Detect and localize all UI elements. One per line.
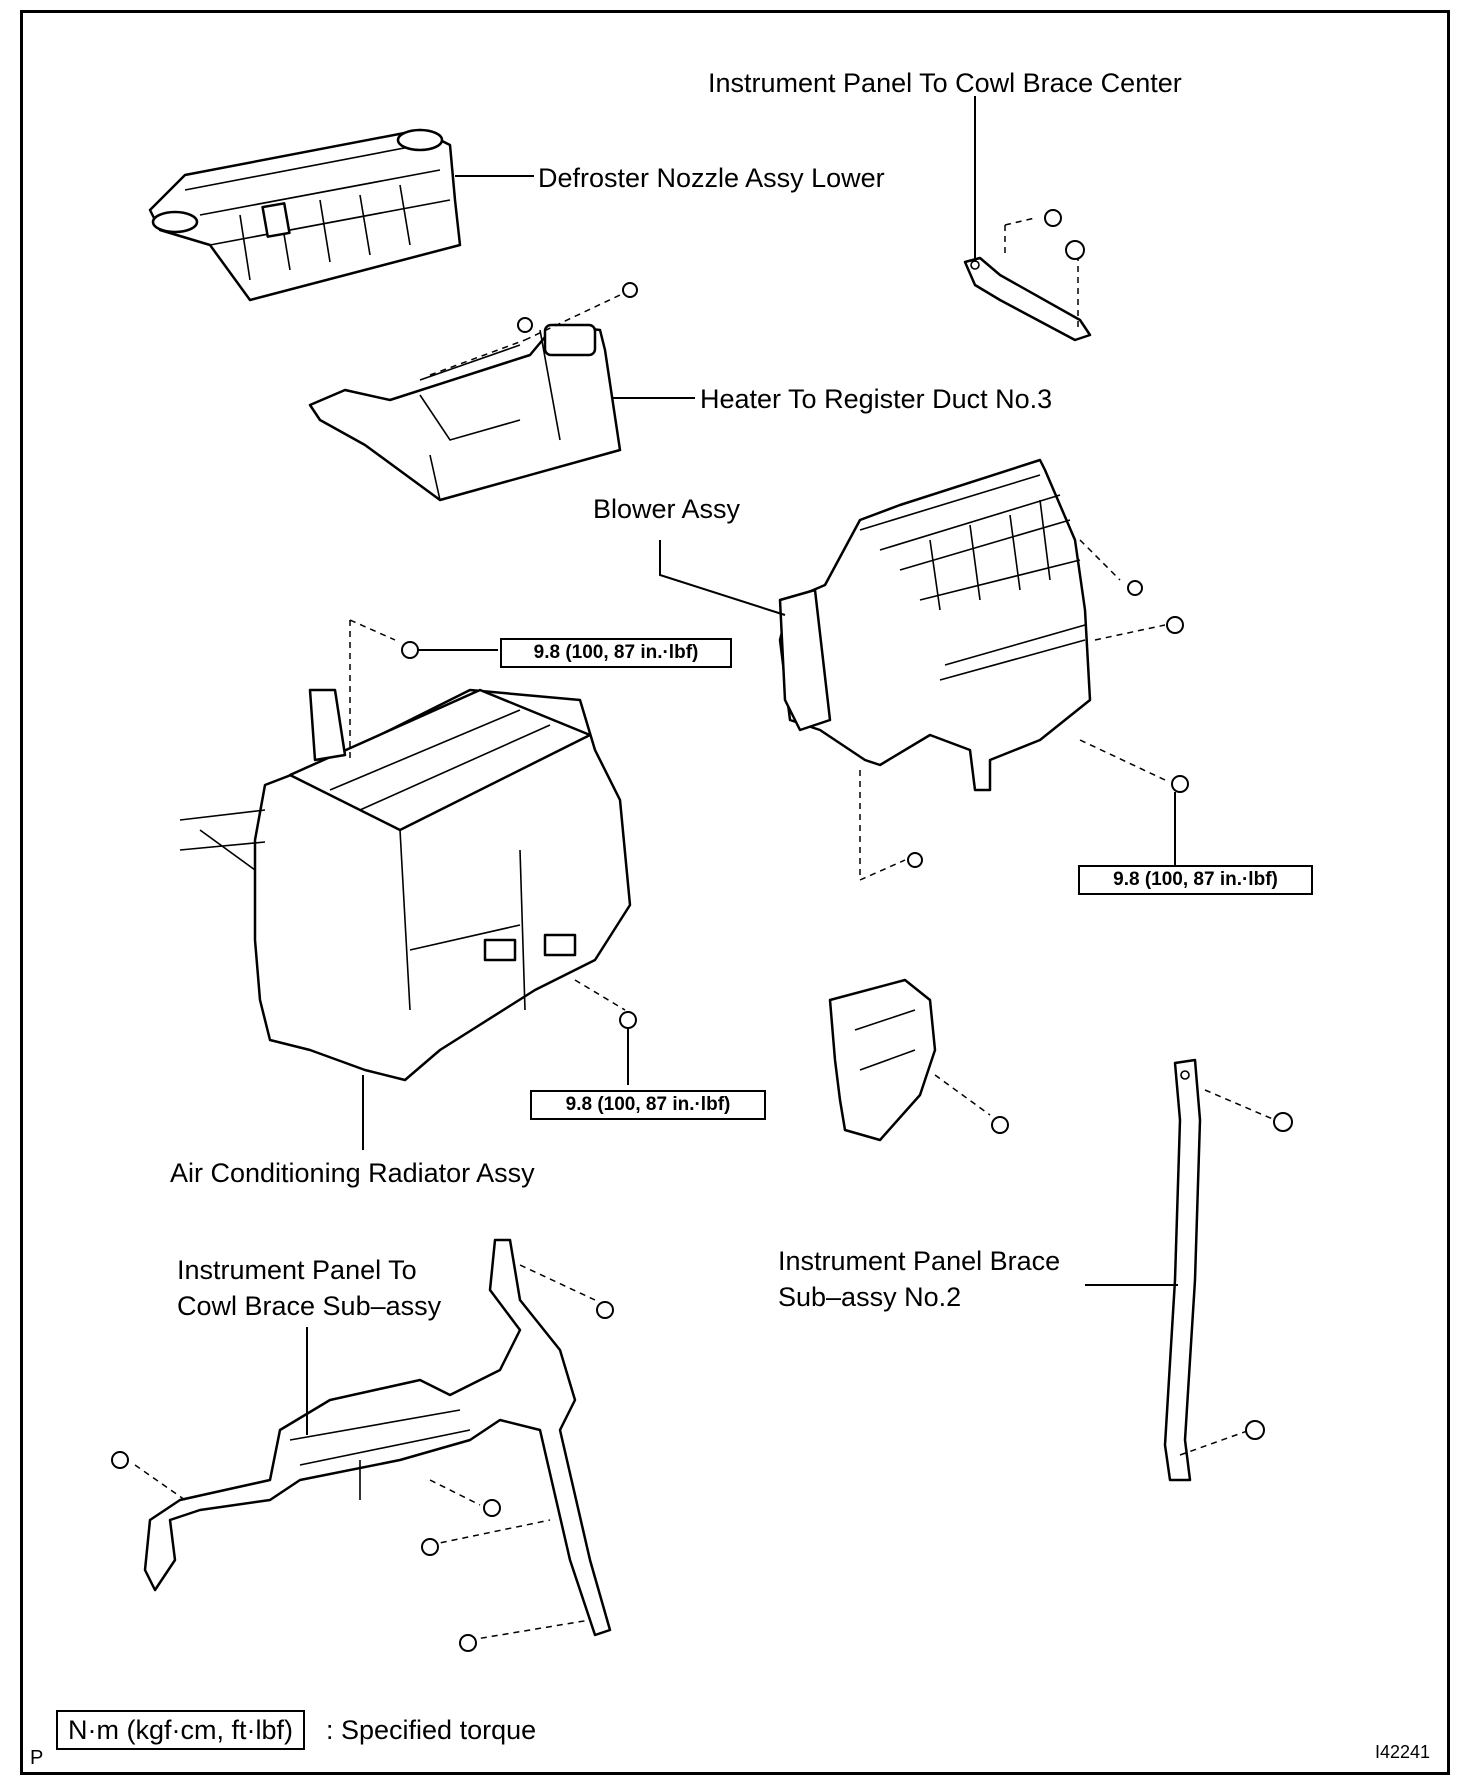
label-cowl-brace-sub-line1: Instrument Panel To — [177, 1255, 417, 1285]
label-brace-no2-line2: Sub–assy No.2 — [778, 1282, 962, 1312]
diagram-frame — [20, 10, 1450, 1775]
label-cowl-brace-sub-line2: Cowl Brace Sub–assy — [177, 1291, 442, 1321]
legend-description: : Specified torque — [326, 1715, 537, 1745]
legend-unit-box: N·m (kgf·cm, ft·lbf) — [56, 1710, 305, 1750]
defroster-nozzle-part — [148, 128, 462, 302]
brace-no2-part — [1163, 1058, 1202, 1482]
cowl-brace-sub-assy-part — [143, 1238, 612, 1637]
blower-assy-part — [778, 458, 1092, 792]
label-defroster-nozzle: Defroster Nozzle Assy Lower — [538, 163, 885, 193]
cowl-brace-center-part — [963, 256, 1092, 342]
label-ac-radiator: Air Conditioning Radiator Assy — [170, 1158, 535, 1188]
torque-spec-blower: 9.8 (100, 87 in.·lbf) — [1078, 865, 1313, 895]
side-duct-part — [828, 978, 937, 1142]
ac-radiator-part — [179, 688, 632, 1082]
label-brace-no2-line1: Instrument Panel Brace — [778, 1246, 1061, 1276]
torque-spec-radiator-bottom: 9.8 (100, 87 in.·lbf) — [530, 1090, 766, 1120]
label-heater-duct: Heater To Register Duct No.3 — [700, 384, 1053, 414]
corner-mark: P — [30, 1747, 44, 1769]
figure-id: I42241 — [1375, 1742, 1431, 1762]
torque-spec-radiator-top: 9.8 (100, 87 in.·lbf) — [500, 638, 732, 668]
label-blower-assy: Blower Assy — [593, 494, 741, 524]
heater-duct-part — [308, 323, 622, 502]
label-cowl-brace-center: Instrument Panel To Cowl Brace Center — [708, 68, 1182, 98]
